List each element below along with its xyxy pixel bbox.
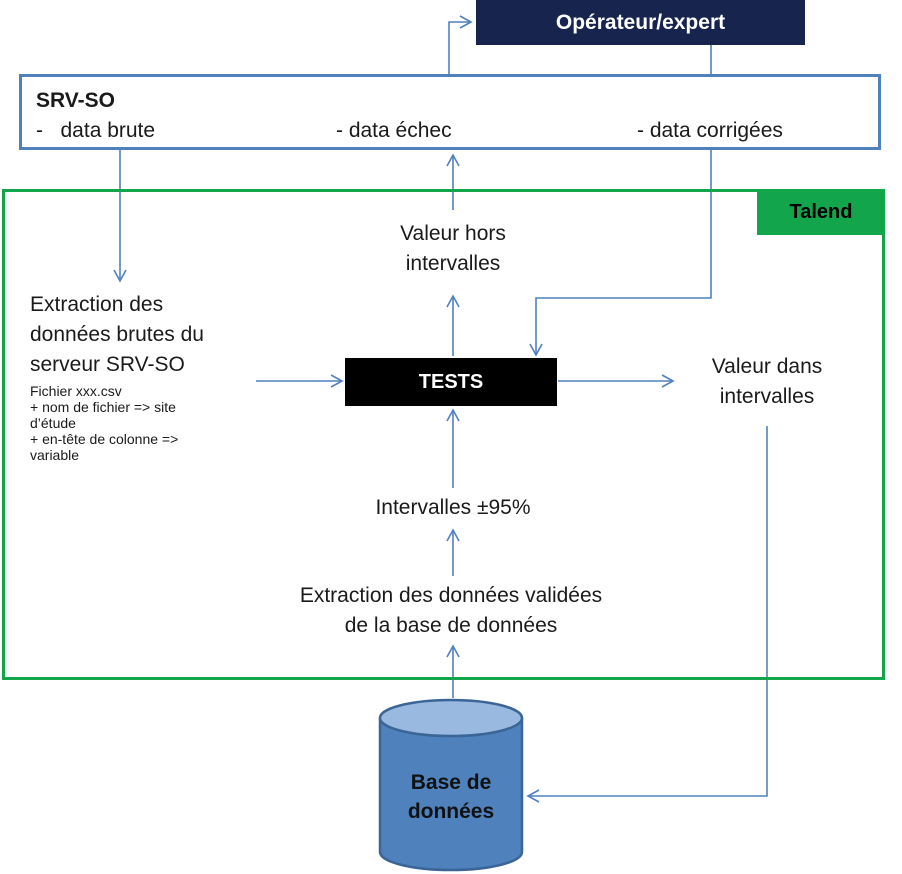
talend-container: [2, 189, 885, 680]
operator-expert-box: Opérateur/expert: [476, 0, 805, 45]
extraction-brutes-line2: données brutes du: [30, 323, 204, 346]
talend-label: Talend: [757, 189, 885, 235]
validees-line1: Extraction des données validées: [299, 584, 603, 607]
tests-box: TESTS: [345, 358, 557, 406]
extraction-brutes-line1: Extraction des: [30, 293, 164, 316]
note-line: + nom de fichier => site: [30, 399, 176, 415]
hors-line2: intervalles: [405, 252, 501, 275]
database-label: Base de données: [380, 768, 522, 826]
note-line: variable: [30, 447, 80, 463]
srv-item-data-corrigees: - data corrigées: [637, 119, 783, 142]
valeur-hors-intervalles: Valeur hors intervalles: [352, 219, 554, 279]
database-line1: Base de: [410, 771, 492, 794]
arrow-echec-to-operator: [448, 15, 473, 74]
arrow-dans-to-db: [526, 426, 768, 803]
tests-label: TESTS: [418, 370, 484, 393]
validees-line2: de la base de données: [344, 614, 558, 637]
srv-so-title: SRV-SO: [36, 89, 115, 112]
arrow-corrigees-to-tests: [529, 150, 712, 357]
srv-item-data-echec: - data échec: [336, 119, 452, 142]
dans-line1: Valeur dans: [711, 355, 823, 378]
note-line: + en-tête de colonne =>: [30, 431, 179, 447]
database-cylinder: [378, 698, 524, 872]
extraction-brutes-notes: Fichier xxx.csv + nom de fichier => site…: [30, 383, 178, 463]
hors-line1: Valeur hors: [400, 222, 506, 245]
database-line2: données: [407, 800, 495, 823]
note-line: d’étude: [30, 415, 76, 431]
operator-expert-label: Opérateur/expert: [555, 10, 726, 34]
extraction-brutes-line3: serveur SRV-SO: [30, 353, 185, 376]
valeur-dans-intervalles: Valeur dans intervalles: [666, 352, 868, 412]
dans-line2: intervalles: [719, 385, 815, 408]
extraction-brutes-text: Extraction des données brutes du serveur…: [30, 290, 204, 380]
srv-item-data-brute: - data brute: [36, 119, 156, 142]
note-line: Fichier xxx.csv: [30, 383, 122, 399]
extraction-validees-text: Extraction des données validées de la ba…: [230, 581, 672, 641]
intervalles-95: Intervalles ±95%: [375, 496, 531, 519]
srv-so-box: SRV-SO - data brute - data échec - data …: [19, 74, 881, 150]
